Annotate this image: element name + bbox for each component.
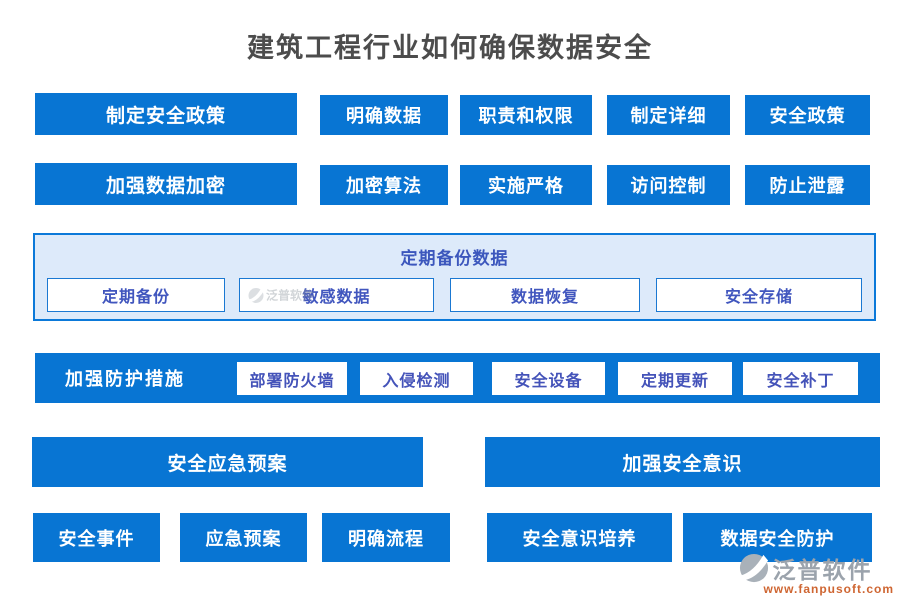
brand-name: 泛普软件 <box>772 557 873 583</box>
brand-logo: 泛普软件 www.fanpusoft.com <box>739 551 894 596</box>
backup-panel: 定期备份数据 定期备份 泛普软件 敏感数据 数据恢复 安全存储 <box>33 233 876 321</box>
backup-chip: 定期备份 <box>47 278 225 312</box>
node-row2-item: 防止泄露 <box>745 165 870 205</box>
emergency-section-header: 安全应急预案 <box>32 437 423 487</box>
protection-chip: 部署防火墙 <box>237 362 347 395</box>
fanpu-logo-icon <box>740 553 769 583</box>
fanpu-logo-icon <box>248 287 264 303</box>
protection-chip: 定期更新 <box>618 362 732 395</box>
protection-bar: 加强防护措施 部署防火墙 入侵检测 安全设备 定期更新 安全补丁 <box>35 353 880 403</box>
awareness-item: 数据安全防护 <box>683 513 872 562</box>
node-row1-item: 制定详细 <box>607 95 730 135</box>
emergency-item: 明确流程 <box>322 513 450 562</box>
backup-chip: 数据恢复 <box>450 278 640 312</box>
protection-bar-lead: 加强防护措施 <box>65 369 185 389</box>
node-row1-item: 职责和权限 <box>460 95 592 135</box>
node-row2-item: 实施严格 <box>460 165 592 205</box>
awareness-item: 安全意识培养 <box>487 513 672 562</box>
backup-chip: 泛普软件 敏感数据 <box>239 278 434 312</box>
awareness-section-header: 加强安全意识 <box>485 437 880 487</box>
backup-chip: 安全存储 <box>656 278 862 312</box>
protection-chip: 入侵检测 <box>360 362 473 395</box>
protection-chip: 安全补丁 <box>743 362 858 395</box>
node-row1-lead: 制定安全政策 <box>35 93 297 135</box>
node-row2-item: 加密算法 <box>320 165 448 205</box>
emergency-item: 安全事件 <box>33 513 160 562</box>
node-row2-lead: 加强数据加密 <box>35 163 297 205</box>
brand-website: www.fanpusoft.com <box>763 582 894 596</box>
protection-chip: 安全设备 <box>492 362 605 395</box>
node-row1-item: 明确数据 <box>320 95 448 135</box>
backup-panel-title: 定期备份数据 <box>400 249 509 268</box>
page-title: 建筑工程行业如何确保数据安全 <box>247 33 653 63</box>
node-row2-item: 访问控制 <box>607 165 730 205</box>
emergency-item: 应急预案 <box>180 513 307 562</box>
node-row1-item: 安全政策 <box>745 95 870 135</box>
backup-chip-label: 敏感数据 <box>302 289 371 306</box>
